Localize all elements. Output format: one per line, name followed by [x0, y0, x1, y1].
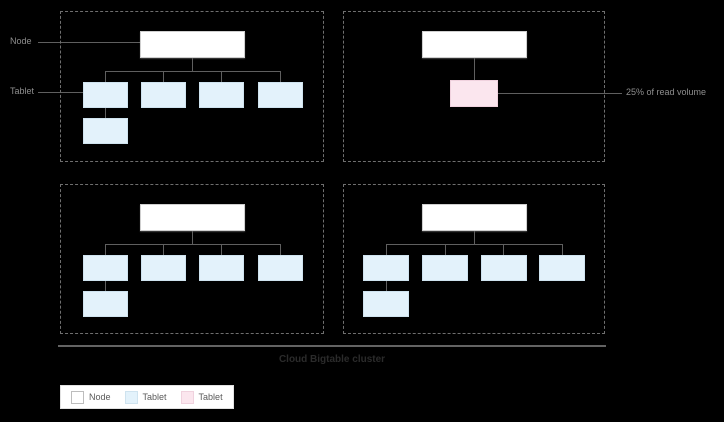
- caption-rule: [58, 345, 606, 347]
- legend: Node Tablet Tablet: [60, 385, 234, 409]
- connector-node-stem: [474, 58, 475, 80]
- connector-drop-2: [445, 244, 446, 255]
- quadrant-bottom-left: [60, 184, 324, 334]
- connector-drop-4: [280, 244, 281, 255]
- tablet-box[interactable]: [141, 82, 186, 108]
- connector-drop-sub: [105, 108, 106, 118]
- connector-node-stem: [192, 231, 193, 244]
- legend-swatch-tablet-icon: [124, 390, 138, 404]
- connector-drop-1: [105, 244, 106, 255]
- quadrant-top-left: [60, 11, 324, 162]
- connector-drop-1: [386, 244, 387, 255]
- connector-drop-3: [503, 244, 504, 255]
- connector-drop-3: [221, 71, 222, 82]
- connector-node-stem: [192, 58, 193, 71]
- tablet-box[interactable]: [83, 255, 128, 281]
- legend-label-node: Node: [89, 391, 111, 402]
- connector-drop-2: [163, 71, 164, 82]
- legend-label-tablet: Tablet: [142, 391, 167, 402]
- tablet-box[interactable]: [481, 255, 527, 281]
- tablet-box[interactable]: [83, 82, 128, 108]
- tablet-box[interactable]: [199, 82, 244, 108]
- side-label-node-leader-line: [38, 42, 140, 43]
- tablet-box[interactable]: [83, 118, 128, 144]
- tablet-box[interactable]: [199, 255, 244, 281]
- connector-bus: [105, 71, 280, 72]
- legend-item-tablet-hot[interactable]: Tablet: [180, 390, 223, 404]
- connector-drop-4: [280, 71, 281, 82]
- node-box[interactable]: [422, 31, 527, 58]
- node-box[interactable]: [140, 204, 245, 231]
- side-label-node: Node: [10, 36, 32, 46]
- tablet-box[interactable]: [258, 82, 303, 108]
- connector-drop-3: [221, 244, 222, 255]
- caption-cluster-label: Cloud Bigtable cluster: [278, 354, 386, 365]
- quadrant-bottom-right: [343, 184, 605, 334]
- tablet-box[interactable]: [83, 291, 128, 317]
- tablet-box[interactable]: [422, 255, 468, 281]
- tablet-box[interactable]: [141, 255, 186, 281]
- connector-drop-1: [105, 71, 106, 82]
- connector-node-stem: [474, 231, 475, 244]
- connector-drop-sub: [105, 281, 106, 291]
- node-box[interactable]: [422, 204, 527, 231]
- connector-drop-2: [163, 244, 164, 255]
- connector-drop-sub: [386, 281, 387, 291]
- side-label-tablet: Tablet: [10, 86, 35, 96]
- legend-swatch-node-icon: [71, 390, 84, 404]
- legend-swatch-tablet-hot-icon: [180, 390, 194, 404]
- legend-label-tablet-hot: Tablet: [198, 391, 223, 402]
- connector-bus: [386, 244, 562, 245]
- quadrant-top-right: [343, 11, 605, 162]
- node-box[interactable]: [140, 31, 245, 58]
- legend-item-tablet[interactable]: Tablet: [124, 390, 167, 404]
- tablet-box[interactable]: [363, 255, 409, 281]
- callout-leader-line: [498, 93, 622, 94]
- legend-item-node[interactable]: Node: [71, 390, 111, 404]
- connector-bus: [105, 244, 280, 245]
- connector-drop-4: [562, 244, 563, 255]
- tablet-box[interactable]: [539, 255, 585, 281]
- callout-read-volume: 25% of read volume: [626, 87, 707, 97]
- tablet-box[interactable]: [258, 255, 303, 281]
- tablet-box[interactable]: [363, 291, 409, 317]
- hot-tablet-box[interactable]: [450, 80, 498, 107]
